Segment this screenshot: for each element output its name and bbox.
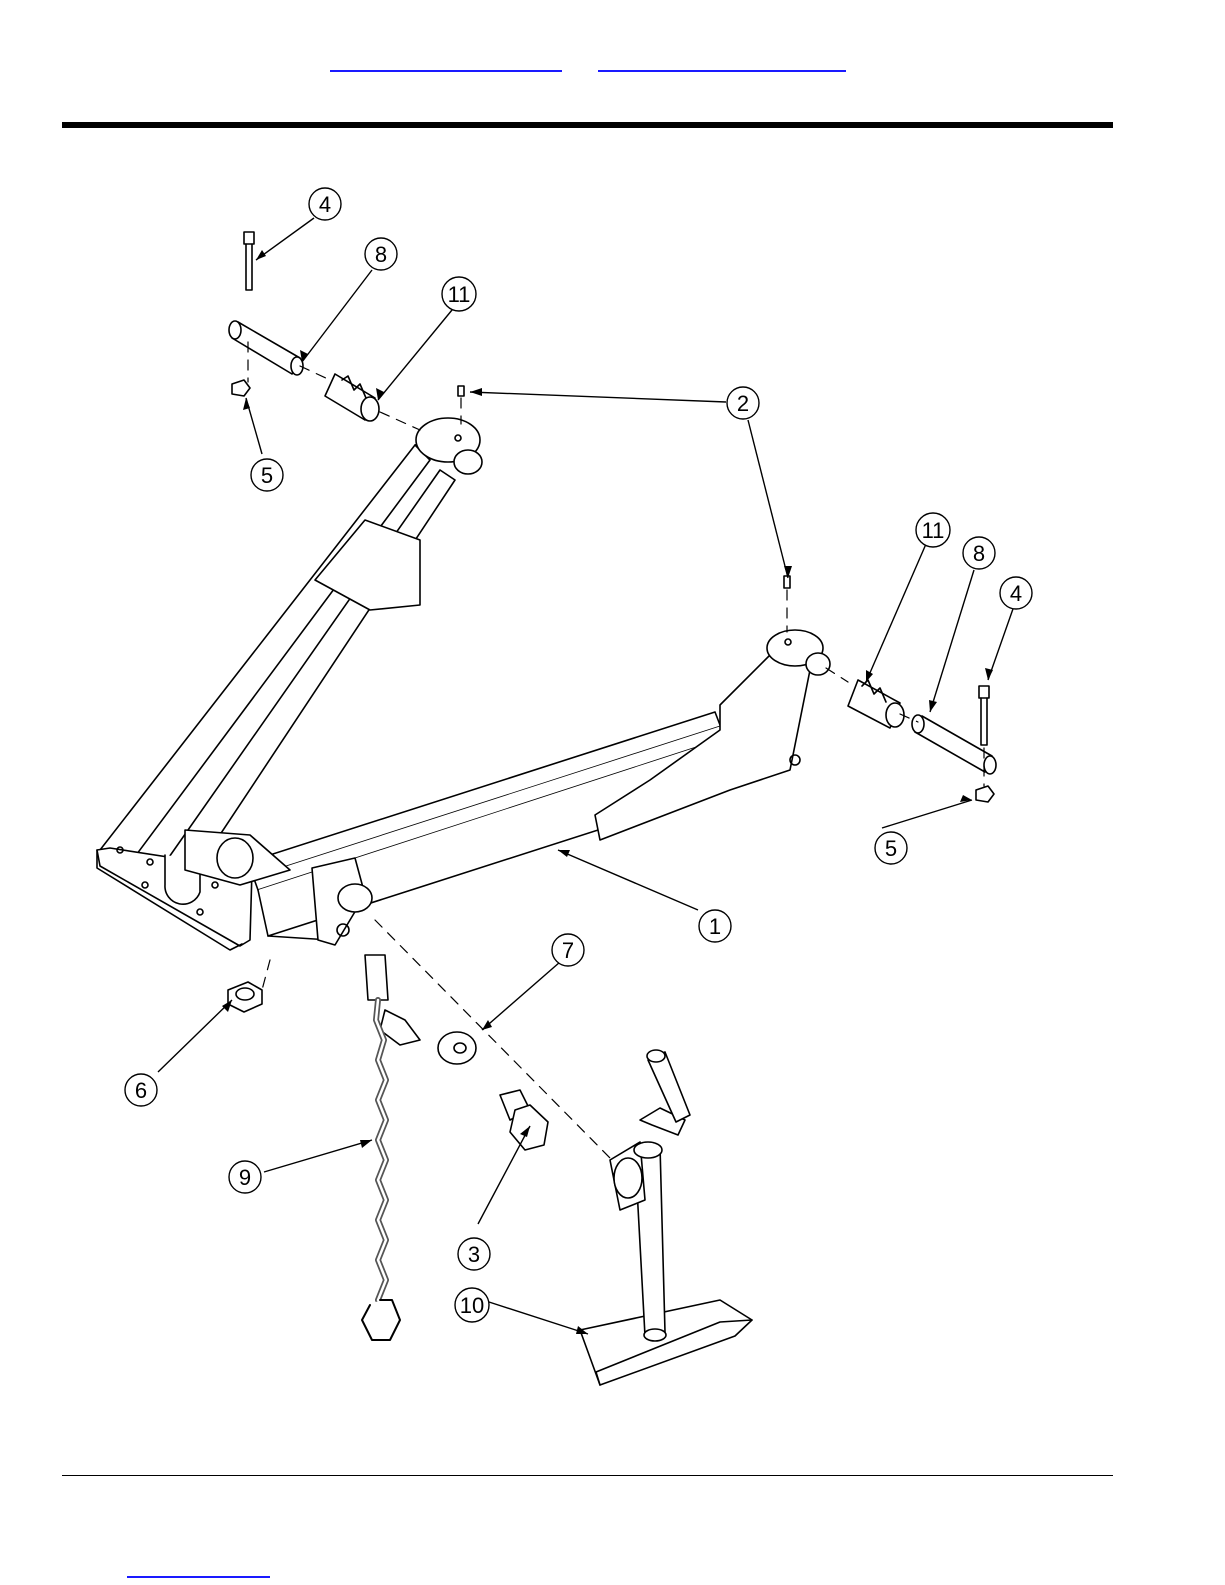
- callout-5-left: 5: [251, 459, 283, 491]
- safety-chain: [362, 955, 420, 1340]
- parking-jack: [580, 1050, 752, 1385]
- callout-2: 2: [727, 387, 759, 419]
- svg-text:1: 1: [709, 914, 721, 939]
- callout-10: 10: [455, 1288, 489, 1322]
- nut-5-left: [232, 380, 250, 396]
- bolt-4-right: [979, 686, 989, 745]
- callout-5-right: 5: [875, 832, 907, 864]
- grease-fitting-2-right: [784, 576, 790, 588]
- svg-text:5: 5: [261, 463, 273, 488]
- svg-text:11: 11: [922, 518, 945, 543]
- svg-text:8: 8: [375, 242, 387, 267]
- callout-4-right: 4: [1000, 577, 1032, 609]
- callout-8-right: 8: [963, 537, 995, 569]
- bolt-3: [500, 1090, 548, 1150]
- svg-text:10: 10: [460, 1293, 484, 1318]
- callout-6: 6: [125, 1074, 157, 1106]
- callout-11-right: 11: [916, 513, 950, 547]
- footer-nav-link[interactable]: [127, 1574, 270, 1578]
- svg-text:3: 3: [468, 1242, 480, 1267]
- callout-11-left: 11: [442, 277, 476, 311]
- svg-text:4: 4: [1010, 581, 1022, 606]
- bushing-11-right: [848, 680, 904, 728]
- svg-text:2: 2: [737, 391, 749, 416]
- callout-8-left: 8: [365, 238, 397, 270]
- callout-3: 3: [458, 1238, 490, 1270]
- callout-9: 9: [229, 1161, 261, 1193]
- svg-text:8: 8: [973, 541, 985, 566]
- svg-text:11: 11: [448, 282, 471, 307]
- svg-text:9: 9: [239, 1165, 251, 1190]
- svg-text:4: 4: [319, 192, 331, 217]
- nut-6: [228, 982, 262, 1012]
- footer-rule: [62, 1475, 1113, 1476]
- svg-text:6: 6: [135, 1078, 147, 1103]
- callout-1: 1: [699, 910, 731, 942]
- washer-7: [438, 1032, 476, 1064]
- bolt-4-left: [244, 232, 254, 290]
- callout-7: 7: [552, 934, 584, 966]
- svg-text:7: 7: [562, 938, 574, 963]
- grease-fitting-2-left: [458, 386, 464, 396]
- callout-4-left: 4: [309, 188, 341, 220]
- bushing-11-left: [325, 374, 379, 421]
- nut-5-right: [976, 786, 994, 802]
- svg-text:5: 5: [885, 836, 897, 861]
- pin-8-left: [229, 321, 303, 375]
